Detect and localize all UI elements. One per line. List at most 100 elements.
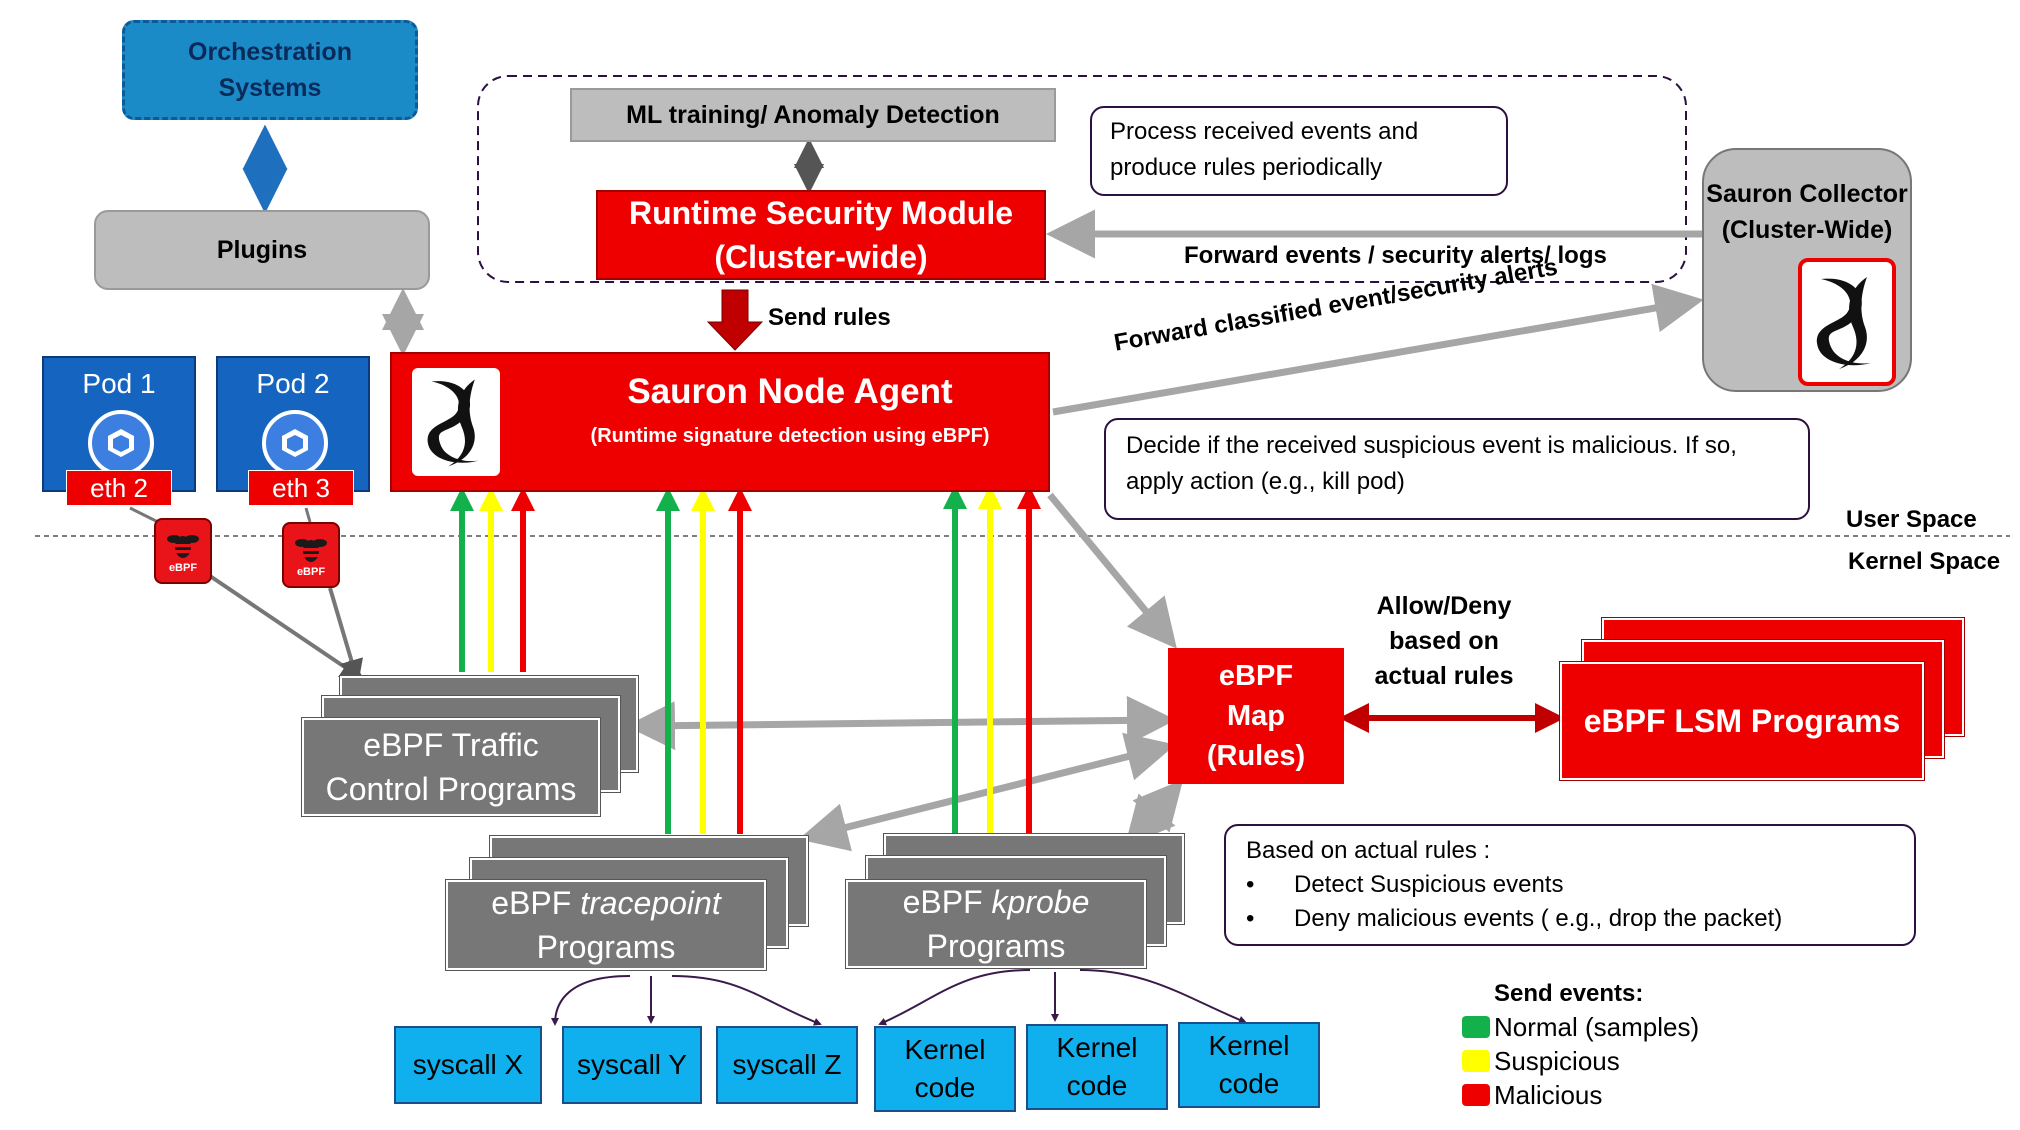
rules-note: Based on actual rules : • Detect Suspici… [1224,824,1916,946]
orchestration-systems-box: Orchestration Systems [122,20,418,120]
ml-training-box: ML training/ Anomaly Detection [570,88,1056,142]
kprobe-prefix: eBPF [902,884,992,920]
allow-deny-line3: actual rules [1374,661,1514,690]
plugins-label: Plugins [216,235,308,264]
user-space-label: User Space [1846,506,1977,533]
pod-1-label: Pod 1 [82,368,156,399]
agent-map-arrow [1047,492,1177,649]
tracepoint-prefix: eBPF [491,885,581,921]
ml-training-label: ML training/ Anomaly Detection [626,100,1000,129]
kernel-code-2-line2: code [1066,1070,1128,1101]
sauron-logo-icon [427,379,479,467]
legend-title: Send events: [1494,980,1644,1007]
orchestration-label: Orchestration Systems [188,38,352,102]
rules-note-item-2: • Deny malicious events ( e.g., drop the… [1246,902,1894,936]
node-agent-subtitle: (Runtime signature detection using eBPF) [590,425,990,447]
rules-note-item-1: • Detect Suspicious events [1246,868,1894,902]
legend-malicious-label: Malicious [1494,1080,1603,1110]
badge2-tc-arrow [328,587,363,684]
plugins-box: Plugins [94,210,430,290]
syscall-z: syscall Z [716,1026,858,1104]
pod-2-label: Pod 2 [256,368,330,399]
bullet-icon: • [1246,905,1255,932]
ebpf-lsm-programs: eBPF LSM Programs [1559,661,1925,781]
forward-events-label: Forward events / security alerts/ logs [1184,242,1607,269]
kernel-space-label: Kernel Space [1848,548,2001,575]
allow-deny-line1: Allow/Deny [1376,591,1512,620]
forward-classified-arrow [1052,283,1704,416]
pod-1: Pod 1 eth 2 [42,356,196,506]
kernel-code-2: Kernel code [1026,1024,1168,1110]
badge1-tc-arrow [208,574,365,681]
legend-malicious-swatch [1462,1084,1490,1106]
tracepoint-suffix: Programs [536,929,676,965]
tracepoint-emph: tracepoint [580,885,721,921]
ebpf-traffic-control-programs: eBPF Traffic Control Programs [301,717,601,817]
syscall-y: syscall Y [562,1026,702,1104]
ebpf-map-rules: eBPF Map (Rules) [1168,648,1344,784]
syscall-y-label: syscall Y [577,1049,687,1080]
kprobe-suffix: Programs [926,928,1066,964]
pod-icon [262,410,328,476]
eth-3-interface: eth 3 [248,470,354,506]
runtime-security-module: Runtime Security Module (Cluster-wide) [596,190,1046,280]
process-note: Process received events and produce rule… [1090,106,1508,196]
process-note-text: Process received events and produce rule… [1110,118,1419,181]
decide-note-text: Decide if the received suspicious event … [1126,432,1737,495]
allow-deny-label: Allow/Deny based on actual rules [1344,586,1544,696]
kp-kernel3-link [1079,969,1247,1024]
tp-syscallx-link [551,975,631,1026]
kernel-code-1-line1: Kernel [904,1034,986,1065]
pod-icon [88,410,154,476]
kernel-code-1: Kernel code [874,1026,1016,1112]
send-rules-arrow [706,289,764,351]
legend-suspicious-label: Suspicious [1494,1046,1620,1076]
ebpf-tracepoint-programs: eBPF tracepoint Programs [445,879,767,971]
legend-suspicious-swatch [1462,1050,1490,1072]
rules-note-item-1-text: Detect Suspicious events [1294,871,1564,898]
collector-scope: (Cluster-Wide) [1721,216,1893,244]
bee-icon [167,535,199,558]
kprobe-emph: kprobe [991,884,1090,920]
collector-sauron-logo [1798,258,1896,386]
legend-normal-swatch [1462,1016,1490,1038]
rules-note-item-2-text: Deny malicious events ( e.g., drop the p… [1294,905,1783,932]
ebpf-kprobe-programs: eBPF kprobe Programs [845,879,1147,969]
syscall-x: syscall X [394,1026,542,1104]
eth-2-interface: eth 2 [66,470,172,506]
kernel-code-3: Kernel code [1178,1022,1320,1108]
allow-deny-line2: based on [1389,626,1499,655]
kprobe-map-arrow [1124,779,1184,847]
send-rules-label: Send rules [768,304,891,331]
kernel-code-1-line2: code [914,1072,976,1103]
syscall-x-label: syscall X [412,1049,524,1080]
tracepoint-title: eBPF tracepoint [491,881,720,925]
runtime-module-scope: (Cluster-wide) [714,239,928,275]
syscall-z-label: syscall Z [732,1049,842,1080]
pod2-badge-line [304,507,312,523]
sauron-logo-icon [1816,277,1871,369]
ebpf-bee-badge-1: eBPF [154,518,212,584]
node-agent-sauron-logo [408,364,504,480]
runtime-module-title: Runtime Security Module [628,195,1014,231]
ebpf-map-line3: (Rules) [1206,740,1306,772]
bullet-icon: • [1246,871,1255,898]
ebpf-badge-text: eBPF [296,566,326,578]
ebpf-bee-badge-2: eBPF [282,522,340,588]
legend-normal-label: Normal (samples) [1494,1012,1700,1042]
traffic-map-arrow [626,695,1176,751]
rules-note-title: Based on actual rules : [1246,837,1491,864]
node-agent-title: Sauron Node Agent [627,372,953,411]
kernel-code-3-line1: Kernel [1208,1030,1290,1061]
pod-2: Pod 2 eth 3 [216,356,370,506]
lsm-label: eBPF LSM Programs [1583,702,1901,739]
ebpf-badge-text: eBPF [168,562,198,574]
traffic-control-label: eBPF Traffic Control Programs [325,727,577,807]
kernel-code-2-line1: Kernel [1056,1032,1138,1063]
kp-kernel1-link [878,969,1031,1026]
decide-note: Decide if the received suspicious event … [1104,418,1810,520]
cluster-wide-container [477,75,1687,283]
ebpf-map-line1: eBPF [1218,660,1294,692]
tp-syscallz-link [671,975,822,1026]
